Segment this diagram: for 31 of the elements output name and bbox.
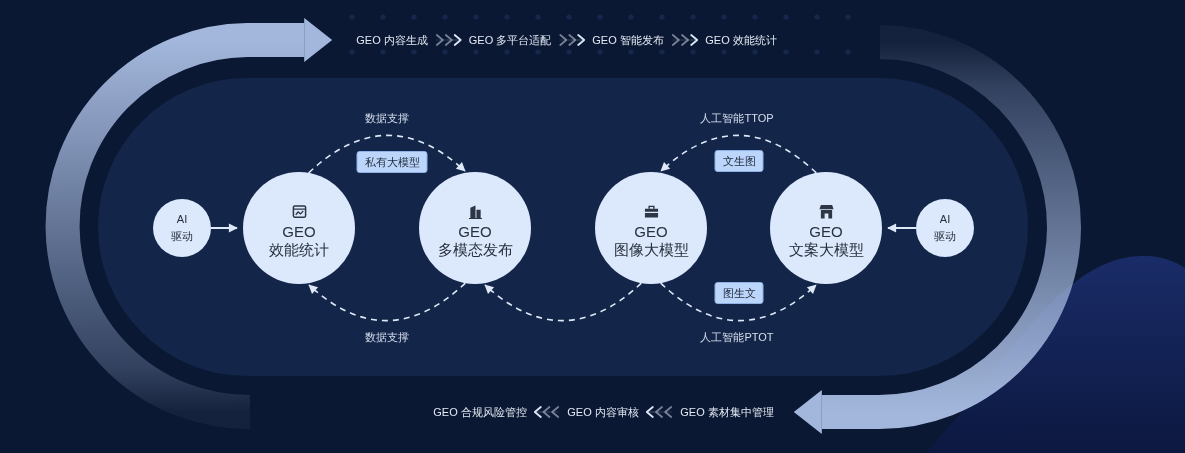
- arrow: [887, 223, 917, 233]
- dashed-arrow: [659, 282, 817, 322]
- chevron-arrow: [671, 34, 699, 46]
- circle-label: GEO 效能统计: [269, 222, 329, 259]
- dashed-arrow: [308, 282, 467, 322]
- flow-step-text: GEO 素材集中管理: [680, 405, 774, 419]
- chevron-arrow: [435, 34, 462, 46]
- arrow: [210, 223, 238, 233]
- label-tag: 文生图: [714, 150, 764, 172]
- dashed-arrow: [307, 134, 466, 174]
- curved-arrow: [45, 18, 333, 429]
- chevron-arrow: [645, 406, 673, 418]
- flow-step-text: GEO 内容生成: [356, 33, 428, 47]
- circle-label: GEO 图像大模型: [613, 222, 689, 259]
- flow-step-text: GEO 效能统计: [705, 33, 777, 47]
- label-tag: 图生文: [714, 282, 764, 304]
- dashed-arrow: [660, 134, 818, 174]
- flow-step-text: GEO 智能发布: [592, 33, 664, 47]
- edge-label: 数据支撑: [362, 330, 412, 344]
- circle-label: GEO 多模态发布: [437, 222, 513, 259]
- curved-arrow: [793, 25, 1081, 434]
- flow-step-text: GEO 合规风险管控: [433, 405, 527, 419]
- dashed-arrow: [484, 282, 643, 322]
- chevron-arrow: [558, 34, 586, 46]
- edge-label: 人工智能PTOT: [697, 330, 777, 344]
- circle-label: GEO 文案大模型: [788, 222, 864, 259]
- flow-step-text: GEO 内容审核: [567, 405, 639, 419]
- chevron-arrow: [533, 406, 560, 418]
- edge-label: 数据支撑: [362, 111, 412, 125]
- flow-step-text: GEO 多平台适配: [468, 33, 552, 47]
- label-tag: 私有大模型: [356, 151, 428, 173]
